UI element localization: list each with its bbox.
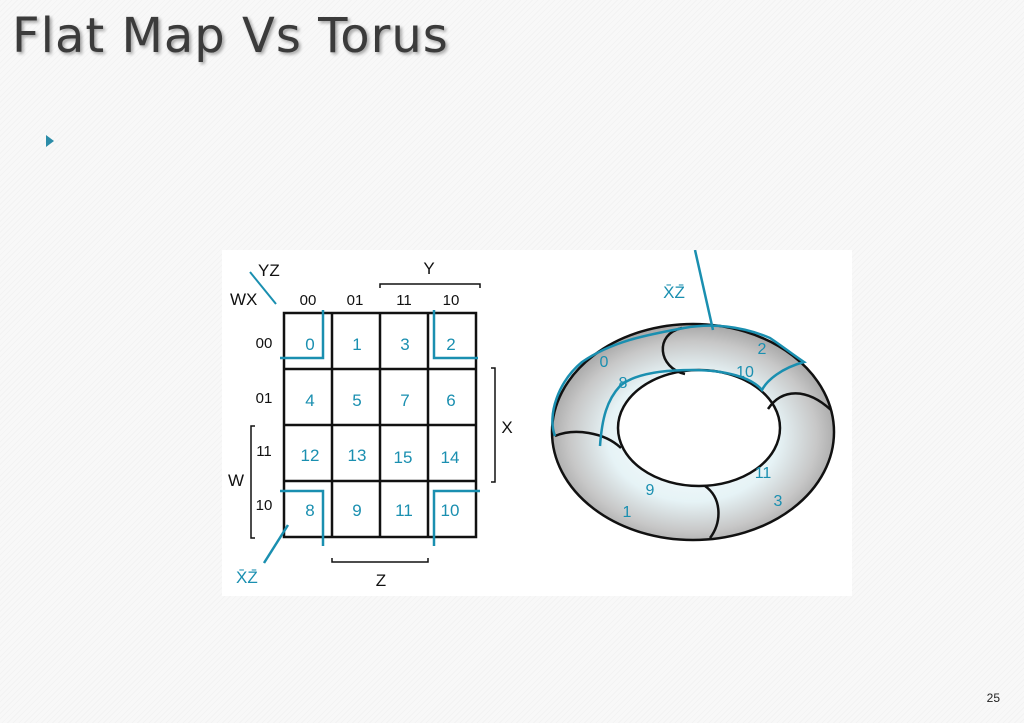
figure-svg: YZ WX 00 01 11 10 00 01 11 10 [228, 249, 836, 590]
kmap-cell: 1 [352, 335, 361, 354]
kmap-bracket-z [331, 558, 429, 563]
kmap-bracket-y [379, 283, 481, 288]
kmap-torus-figure: YZ WX 00 01 11 10 00 01 11 10 [222, 249, 852, 596]
page-number: 25 [986, 691, 1000, 705]
kmap-cell: 10 [441, 501, 460, 520]
kmap-cell: 14 [441, 448, 460, 467]
bullet-arrow-icon [46, 135, 54, 147]
kmap-col-label: 11 [396, 292, 412, 309]
kmap-cell: 8 [305, 501, 314, 520]
kmap-corner-left: WX [230, 290, 257, 309]
torus-segment-left [554, 430, 622, 449]
kmap-term-label: X̄Z̄ [236, 568, 258, 587]
kmap-group-corner-0 [280, 310, 325, 360]
kmap-cell: 9 [352, 501, 361, 520]
kmap-cell: 6 [446, 391, 455, 410]
kmap-cell: 5 [352, 391, 361, 410]
kmap-col-label: 10 [443, 292, 460, 309]
kmap-row-label: 00 [256, 335, 273, 352]
kmap-cell: 13 [348, 446, 367, 465]
kmap-cell: 0 [305, 335, 314, 354]
kmap-cell: 12 [301, 446, 320, 465]
kmap-corner-groups [262, 310, 480, 564]
kmap-corner-top: YZ [258, 261, 280, 280]
kmap-cell: 3 [400, 335, 409, 354]
torus-cell-label: 2 [758, 341, 767, 358]
kmap-row-label: 01 [256, 390, 273, 407]
torus-cell-label: 9 [646, 482, 655, 499]
kmap-cell: 15 [394, 448, 413, 467]
torus: X̄Z̄ 0 2 8 10 9 1 11 3 [550, 249, 836, 542]
kmap-grid [282, 311, 478, 539]
kmap: YZ WX 00 01 11 10 00 01 11 10 [228, 259, 513, 590]
kmap-label-w: W [228, 471, 244, 490]
kmap-group-corner-2 [432, 310, 478, 360]
kmap-group-corner-8 [280, 489, 325, 546]
torus-term-region [551, 324, 807, 447]
slide-title: Flat Map Vs Torus [12, 8, 449, 64]
torus-segment-bottom [704, 484, 720, 539]
torus-cell-label: 8 [619, 375, 628, 392]
kmap-col-label: 01 [347, 292, 364, 309]
torus-segment-right [766, 392, 832, 411]
kmap-cell: 4 [305, 391, 314, 410]
kmap-row-label: 11 [256, 443, 272, 460]
kmap-cell: 11 [395, 501, 413, 520]
torus-term-pointer [693, 249, 715, 331]
torus-cell-label: 11 [755, 465, 772, 482]
torus-cell-label: 3 [774, 493, 783, 510]
kmap-cell: 2 [446, 335, 455, 354]
kmap-row-label: 10 [256, 497, 273, 514]
torus-cell-label: 0 [600, 354, 609, 371]
torus-cell-label: 10 [736, 364, 754, 381]
kmap-bracket-x [491, 367, 496, 483]
kmap-term-pointer [262, 524, 290, 564]
kmap-cell: 7 [400, 391, 409, 410]
kmap-col-label: 00 [300, 292, 317, 309]
kmap-label-y: Y [423, 259, 434, 278]
kmap-label-z: Z [376, 571, 386, 590]
kmap-label-x: X [501, 418, 512, 437]
kmap-bracket-w [250, 425, 255, 539]
torus-term-label: X̄Z̄ [663, 283, 685, 302]
kmap-group-corner-10 [432, 489, 480, 546]
torus-cell-label: 1 [623, 504, 632, 521]
kmap-corner-diagonal [249, 271, 277, 305]
